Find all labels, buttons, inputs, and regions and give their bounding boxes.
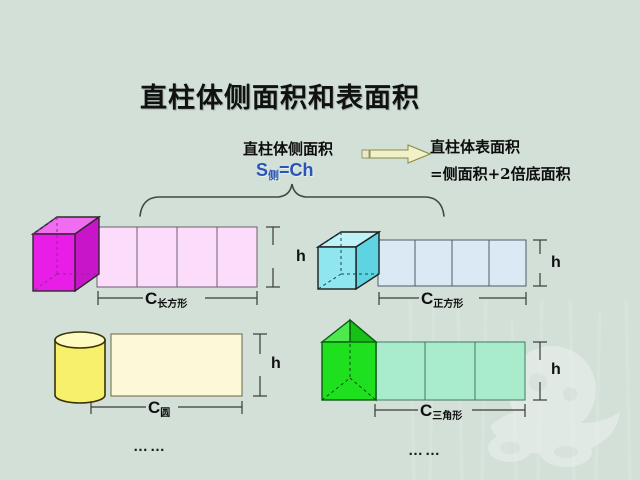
base-label-symbol-1: C	[145, 289, 158, 308]
lateral-area-label: 直柱体侧面积	[243, 140, 334, 158]
base-label-1: C长方形	[145, 289, 187, 310]
figure-triangular-prism: h C三角形	[319, 318, 570, 423]
cylinder-solid	[54, 331, 106, 404]
formula-subscript: 侧	[268, 170, 280, 182]
figure-rectangular-prism: h C长方形	[30, 212, 306, 312]
base-dimension-2	[378, 292, 527, 305]
rectangular-prism-solid	[30, 215, 102, 293]
triangular-prism-net	[374, 341, 526, 401]
lateral-area-formula: S侧=Ch	[256, 160, 314, 183]
height-label-4: h	[551, 361, 561, 378]
base-label-symbol-3: C	[148, 398, 161, 417]
ellipsis-left: ……	[133, 438, 167, 455]
rectangular-prism-net	[96, 226, 258, 288]
figure-cylinder: h C圆	[48, 322, 298, 427]
triangular-prism-solid	[319, 318, 378, 402]
base-label-3: C圆	[148, 398, 170, 419]
base-label-subscript-4: 三角形	[432, 411, 463, 422]
height-label-3: h	[271, 355, 281, 372]
cylinder-net	[110, 333, 243, 397]
surface-area-expression: =侧面积+2倍底面积	[430, 165, 571, 183]
base-dimension-3	[90, 401, 243, 414]
right-arrow-icon	[361, 144, 432, 164]
page-title: 直柱体侧面积和表面积	[140, 83, 420, 114]
figure-cube: h C正方形	[315, 228, 565, 320]
cube-net	[377, 239, 527, 287]
cube-solid	[315, 230, 382, 291]
base-label-symbol-4: C	[420, 401, 433, 420]
formula-symbol: S	[256, 160, 269, 180]
curly-brace-icon	[139, 183, 445, 217]
base-label-subscript-1: 长方形	[157, 299, 188, 310]
ellipsis-right: ……	[408, 442, 442, 459]
base-label-subscript-3: 圆	[160, 408, 171, 419]
base-label-4: C三角形	[420, 401, 462, 422]
height-dimension-2	[533, 239, 547, 287]
base-label-2: C正方形	[421, 289, 463, 310]
height-dimension-1	[266, 226, 280, 288]
base-dimension-4	[374, 404, 526, 417]
base-label-subscript-2: 正方形	[433, 299, 464, 310]
height-dimension-4	[533, 341, 547, 401]
base-dimension-1	[97, 291, 258, 305]
height-dimension-3	[253, 333, 267, 397]
formula-rest: =Ch	[279, 160, 314, 180]
base-label-symbol-2: C	[421, 289, 434, 308]
surface-area-label: 直柱体表面积	[430, 138, 521, 156]
height-label-2: h	[551, 254, 561, 271]
height-label-1: h	[296, 248, 306, 265]
